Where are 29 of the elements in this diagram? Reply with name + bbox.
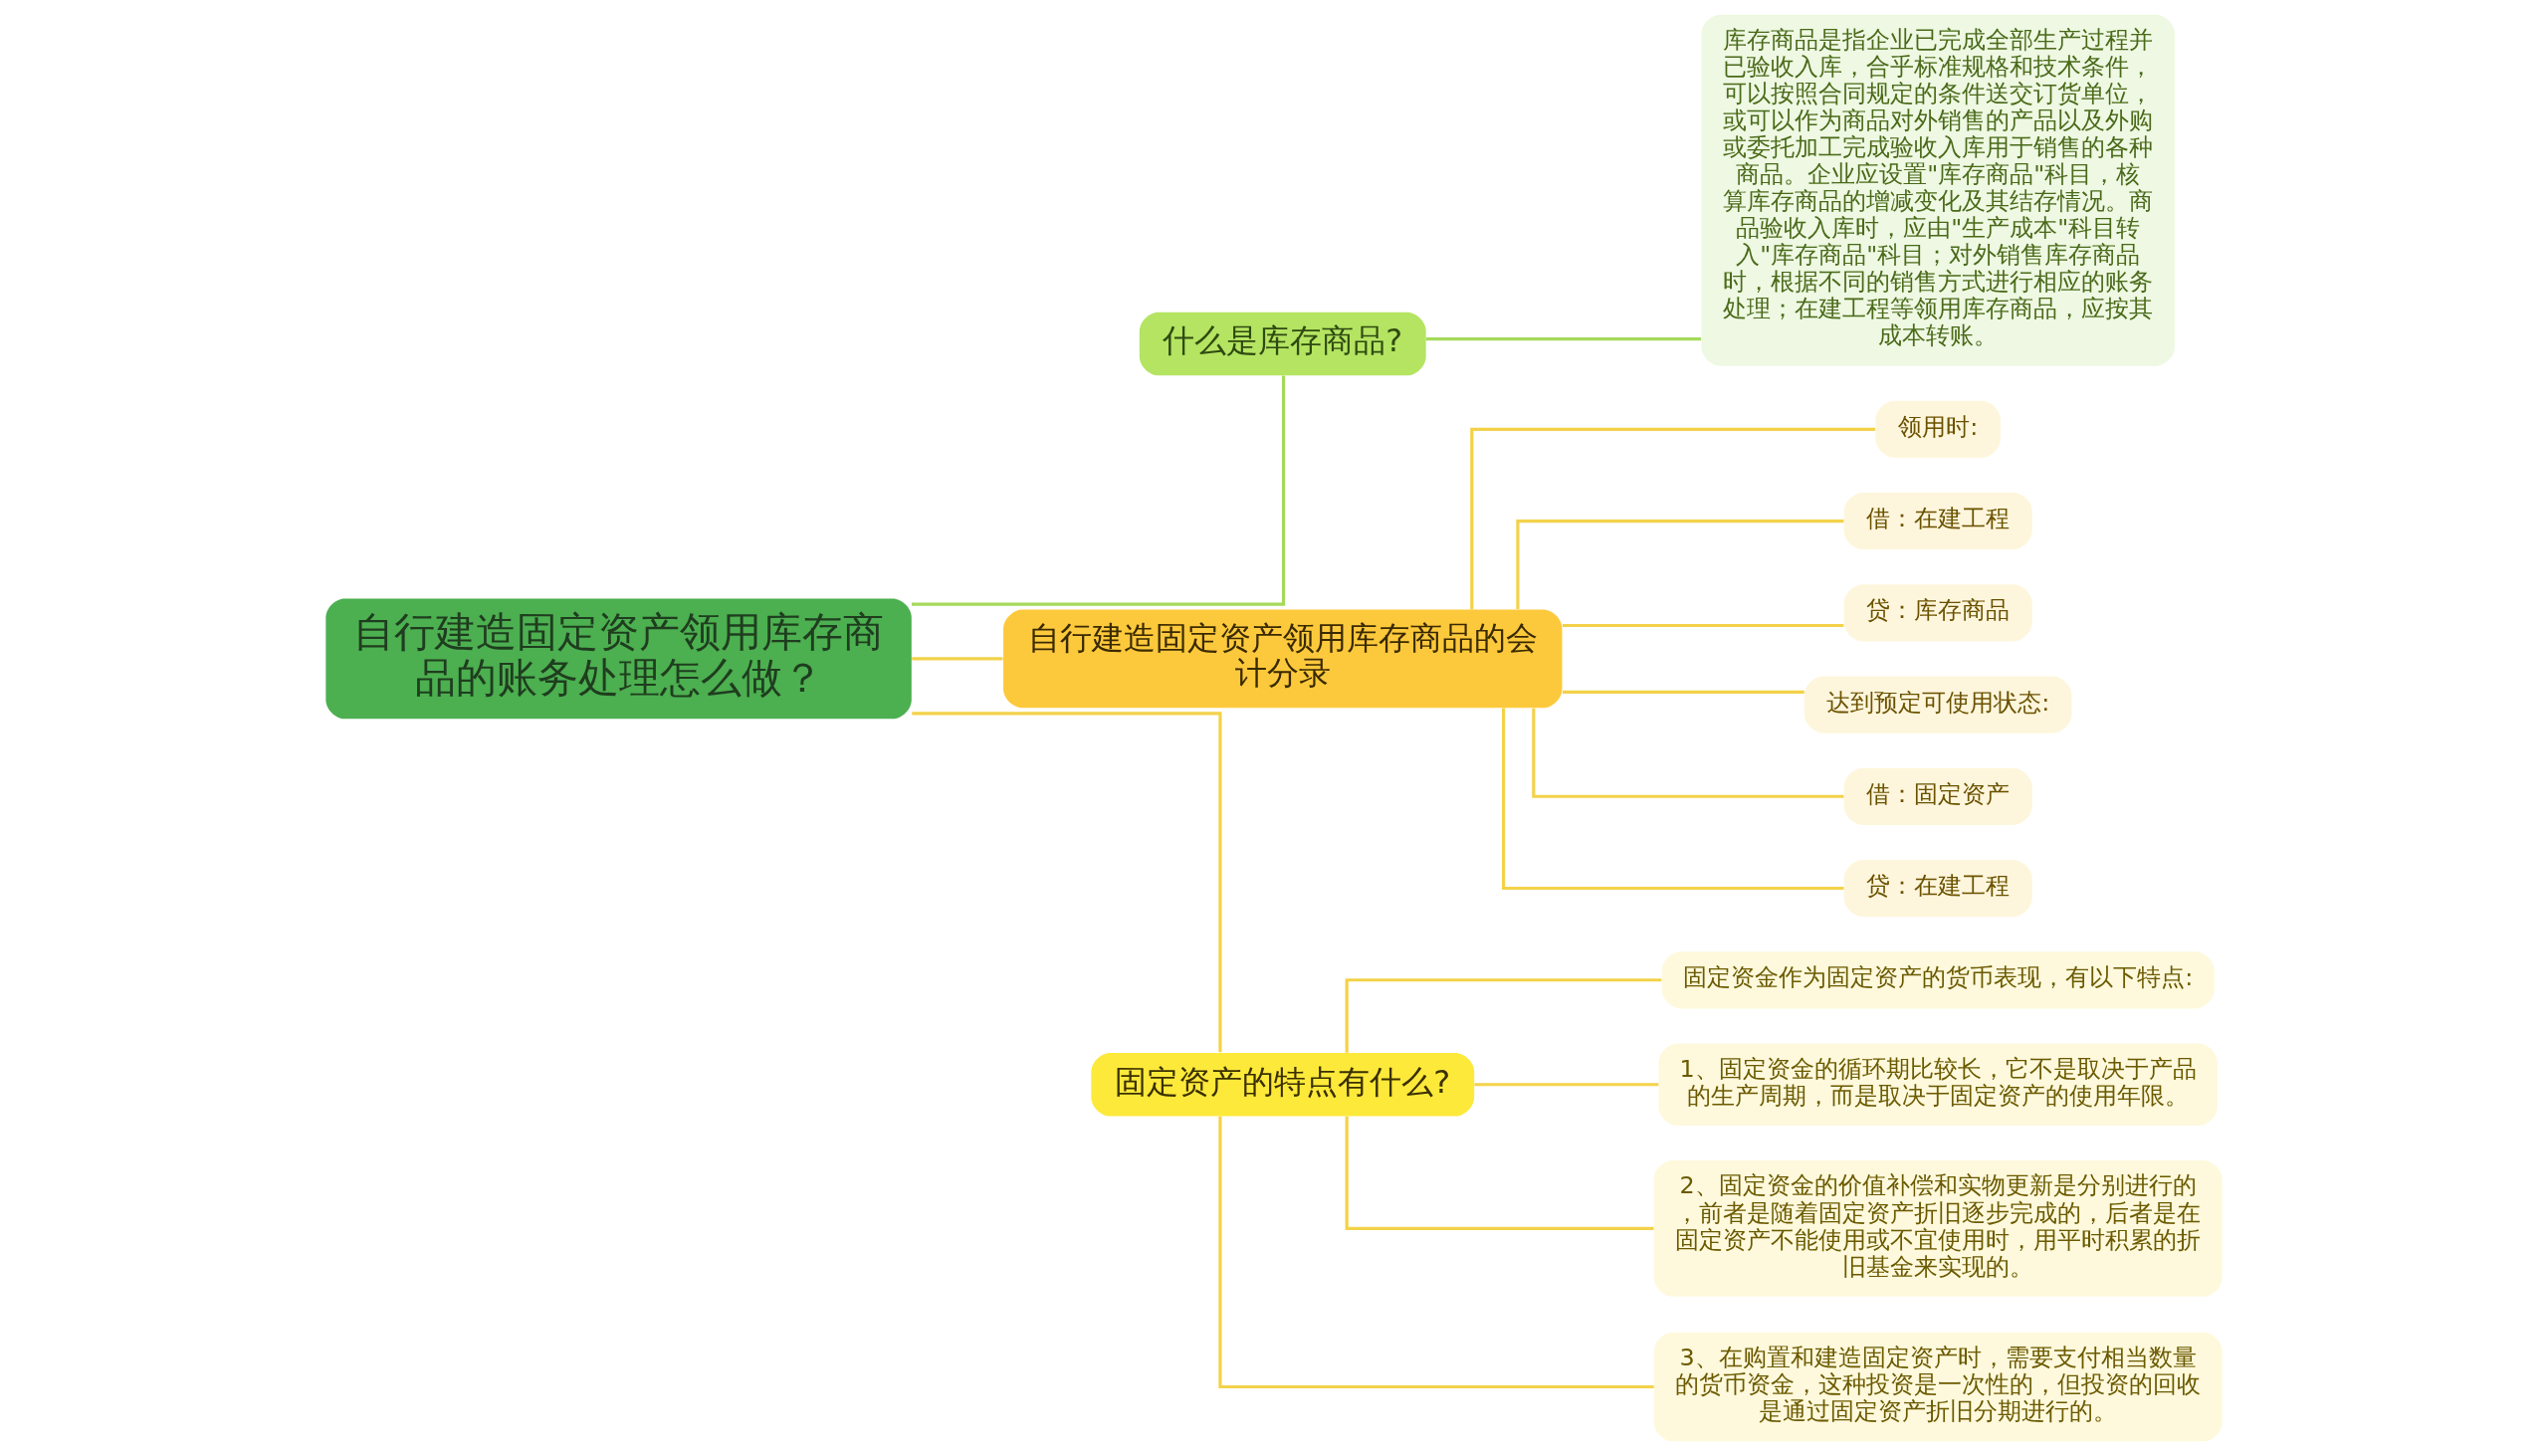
- connector: [912, 712, 1222, 1053]
- connector: [1474, 1083, 1659, 1087]
- node-box: 3、在购置和建造固定资产时，需要支付相当数量的货币资金，这种投资是一次性的，但投资的回收是通过固定资产折旧分期进行的。: [1653, 1332, 2223, 1442]
- connector: [1218, 1116, 1654, 1389]
- connector: [1345, 978, 1662, 1053]
- connector: [1562, 690, 1805, 694]
- node-box: 2、固定资金的价值补偿和实物更新是分别进行的，前者是随着固定资产折旧逐步完成的，后者是在固定资产不能使用或不宜使用时，用平时积累的折旧基金来实现的。: [1653, 1160, 2223, 1297]
- node-box: 固定资产的特点有什么?: [1091, 1052, 1475, 1117]
- node-box: 自行建造固定资产领用库存商品的账务处理怎么做？: [325, 598, 912, 720]
- node-box: 领用时:: [1875, 400, 2001, 458]
- node-box: 自行建造固定资产领用库存商品的会计分录: [1003, 609, 1563, 709]
- node-box: 贷：库存商品: [1843, 584, 2032, 642]
- connector: [1345, 1116, 1654, 1231]
- connector: [1502, 708, 1844, 891]
- connector: [1470, 427, 1875, 610]
- node-box: 达到预定可使用状态:: [1804, 676, 2072, 733]
- connector: [912, 375, 1286, 606]
- node-box: 借：在建工程: [1843, 492, 2032, 550]
- connector: [912, 657, 1003, 661]
- node-box: 固定资金作为固定资产的货币表现，有以下特点:: [1661, 951, 2215, 1009]
- node-box: 1、固定资金的循环期比较长，它不是取决于产品的生产周期，而是取决于固定资产的使用年限。: [1658, 1043, 2218, 1127]
- node-box: 库存商品是指企业已完成全部生产过程并已验收入库，合乎标准规格和技术条件，可以按照合同规定的条件送交订货单位，或可以作为商品对外销售的产品以及外购或委托加工完成验收入库用于销售的各种商品。企业应设置"库存商品"科目，核算库存商品的增减变化及其结存情况。商品验收入库时，应由"生产成本"科目转入"库存商品"科目；对外销售库存商品时，根据不同的销售方式进行相应的账务处理；在建工程等领用库存商品，应按其成本转账。: [1701, 14, 2175, 366]
- connector: [1562, 623, 1844, 628]
- node-box: 什么是库存商品?: [1139, 312, 1426, 376]
- node-box: 借：固定资产: [1843, 767, 2032, 825]
- connector: [1516, 519, 1844, 609]
- connector: [1532, 708, 1844, 798]
- node-box: 贷：在建工程: [1843, 859, 2032, 918]
- connector: [1425, 337, 1701, 341]
